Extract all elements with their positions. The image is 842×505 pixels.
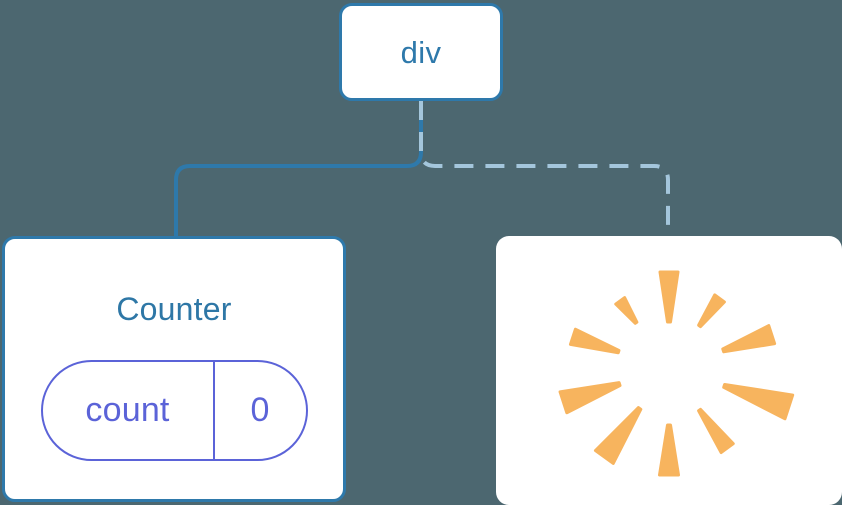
node-div-label: div [400, 34, 442, 70]
sparkle-ray-5 [697, 407, 735, 454]
sparkle-ray-4 [722, 383, 795, 421]
sparkle-ray-10 [614, 296, 639, 325]
node-sparkle[interactable] [496, 236, 842, 505]
sparkle-ray-3 [721, 324, 777, 354]
node-counter[interactable]: Counter count 0 [2, 236, 346, 502]
sparkle-ray-9 [568, 327, 621, 355]
sparkle-ray-8 [558, 381, 622, 415]
state-value-label: 0 [250, 391, 270, 429]
sparkle-ray-1 [658, 270, 680, 324]
node-div[interactable]: div [339, 3, 503, 101]
sparkle-ray-2 [697, 293, 726, 329]
state-key-label: count [43, 362, 215, 459]
connector-div-to-counter [174, 101, 423, 238]
state-pill-count[interactable]: count 0 [40, 360, 308, 461]
connector-div-to-sparkle [419, 101, 670, 238]
sparkle-ray-7 [593, 406, 643, 465]
sparkle-burst-icon [558, 270, 795, 477]
node-counter-title: Counter [116, 291, 232, 327]
sparkle-ray-6 [658, 423, 680, 477]
